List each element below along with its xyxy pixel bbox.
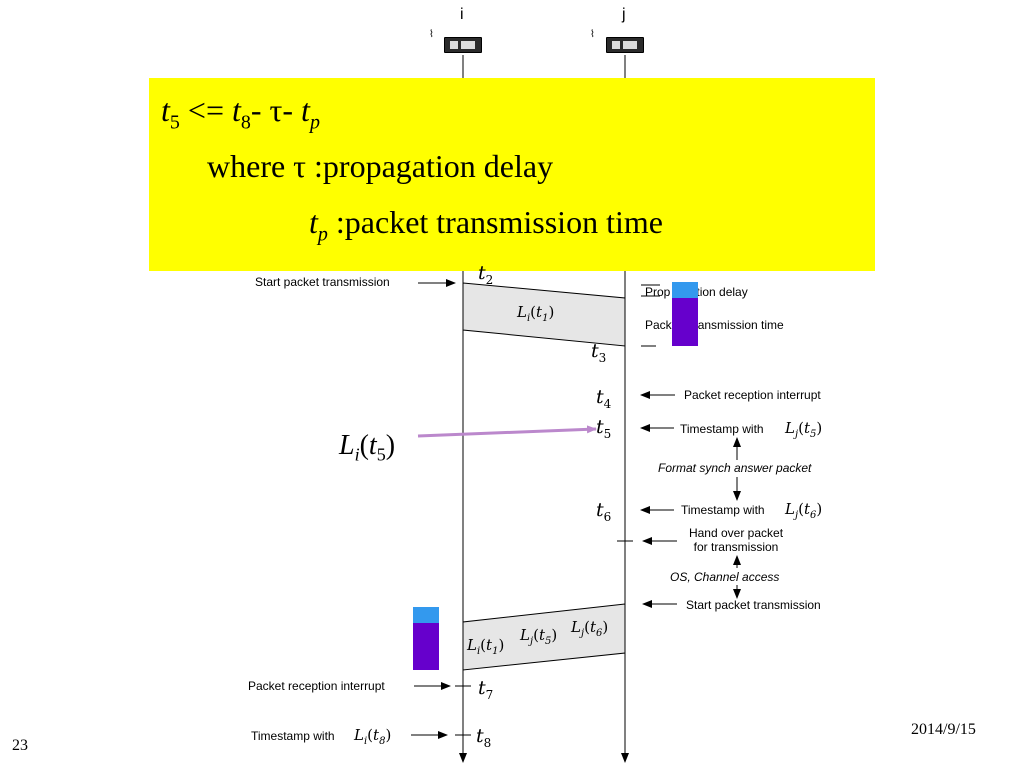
time-label-t2: t2 [478,262,494,287]
timestamp-label-t8: Timestamp with [251,729,335,743]
time-label-t4: t4 [596,386,612,411]
packet-band-2 [462,603,626,671]
rx-interrupt-label-i: Packet reception interrupt [248,679,385,693]
start-tx-label-j: Start packet transmission [686,598,821,612]
timestamp-label-t5: Timestamp with [680,422,764,436]
packet-band-1 [462,282,626,347]
page-number: 23 [12,737,28,754]
packet-icon-i [413,607,439,670]
packet-label-2a: Li(t1) [467,636,505,657]
time-label-t7: t7 [478,677,494,702]
os-channel-label: OS, Channel access [670,570,780,584]
start-tx-label-i: Start packet transmission [255,275,390,289]
antenna-icon: ⌇ [429,29,434,40]
packet-label-2b: Lj(t5) [520,626,558,647]
device-i-icon [444,37,482,53]
rx-interrupt-label-j: Packet reception interrupt [684,388,821,402]
pointer-arrow [417,425,597,438]
timestamp-value-t6: Lj(t6) [785,500,823,521]
side-label-li-t5: Li(t5) [339,430,396,465]
device-j-icon [606,37,644,53]
formula-line-1: t5 <= t8- τ- tp [161,92,320,134]
packet-icon-j [672,282,698,346]
packet-label-1: Li(t1) [517,303,555,324]
timestamp-label-t6: Timestamp with [681,503,765,517]
time-label-t6: t6 [596,499,612,524]
time-label-t8: t8 [476,725,492,750]
antenna-icon: ⌇ [590,29,595,40]
timestamp-value-t8: Li(t8) [354,726,392,747]
format-synch-label: Format synch answer packet [658,461,812,475]
time-label-t3: t3 [591,340,607,365]
hand-over-label: Hand over packet for transmission [688,526,784,554]
time-label-t5: t5 [596,416,612,441]
formula-line-3: tp :packet transmission time [309,204,663,246]
packet-label-2c: Lj(t6) [571,618,609,639]
formula-line-2: where τ :propagation delay [207,148,554,184]
node-label-i: i [460,6,464,23]
formula-callout: t5 <= t8- τ- tp where τ :propagation del… [149,78,875,271]
timestamp-value-t5: Lj(t5) [785,419,823,440]
slide-date: 2014/9/15 [911,721,976,738]
node-label-j: j [622,6,626,23]
